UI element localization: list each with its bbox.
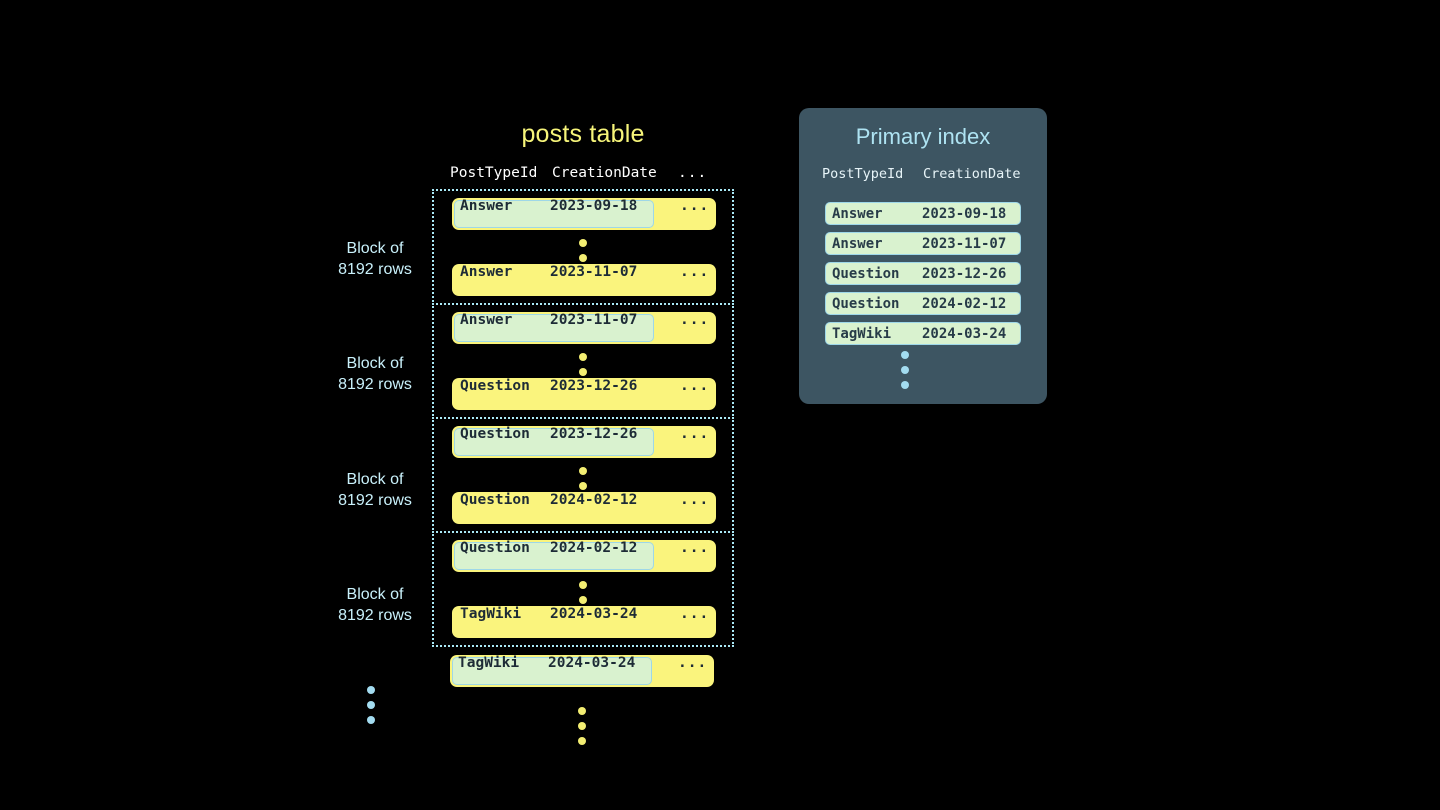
table-block: Answer 2023-09-18 ... Answer 2023-11-07 … [432, 189, 734, 305]
cell-creationdate: 2024-02-12 [550, 540, 638, 556]
table-block: Question 2023-12-26 ... Question 2024-02… [432, 417, 734, 533]
cell-posttypeid: Answer [460, 312, 513, 328]
cell-more: ... [680, 312, 710, 328]
block-label-line1: Block of [346, 355, 404, 372]
index-cell-posttypeid: Question [832, 295, 900, 312]
blocks-continuation-ellipsis-icon [367, 686, 375, 724]
table-row-slot: TagWiki 2024-03-24 ... [452, 606, 716, 638]
cell-posttypeid: Question [460, 426, 530, 442]
table-row[interactable]: Answer 2023-11-07 ... [452, 312, 716, 344]
posts-table-column-headers: PostTypeId CreationDate ... [432, 165, 734, 187]
cell-posttypeid: TagWiki [458, 655, 520, 671]
cell-posttypeid: Question [460, 492, 530, 508]
cell-creationdate: 2024-02-12 [550, 492, 638, 508]
index-row[interactable]: Answer 2023-11-07 [825, 232, 1021, 255]
table-row[interactable]: Question 2024-02-12 ... [452, 540, 716, 572]
cell-posttypeid: Answer [460, 198, 513, 214]
block-label-line1: Block of [346, 586, 404, 603]
cell-creationdate: 2024-03-24 [548, 655, 636, 671]
cell-more: ... [680, 540, 710, 556]
index-row[interactable]: Question 2023-12-26 [825, 262, 1021, 285]
index-row[interactable]: TagWiki 2024-03-24 [825, 322, 1021, 345]
table-row[interactable]: Question 2023-12-26 ... [452, 378, 716, 410]
table-block: Question 2024-02-12 ... TagWiki 2024-03-… [432, 531, 734, 647]
block-label-line1: Block of [346, 240, 404, 257]
cell-more: ... [680, 606, 710, 622]
cell-more: ... [680, 264, 710, 280]
primary-index-column-headers: PostTypeId CreationDate [799, 166, 1047, 186]
table-row[interactable]: TagWiki 2024-03-24 ... [450, 655, 714, 687]
cell-more: ... [678, 655, 708, 671]
block-label-line1: Block of [346, 471, 404, 488]
cell-more: ... [680, 426, 710, 442]
index-column-header-posttypeid: PostTypeId [822, 166, 904, 182]
block-label-line2: 8192 rows [338, 261, 412, 278]
column-header-posttypeid: PostTypeId [450, 165, 538, 181]
index-cell-posttypeid: Answer [832, 205, 883, 222]
cell-creationdate: 2023-11-07 [550, 264, 638, 280]
table-continuation-ellipsis-icon [578, 707, 586, 745]
cell-more: ... [680, 492, 710, 508]
table-row-slot: Question 2024-02-12 ... [452, 540, 716, 572]
posts-table-blocks: Answer 2023-09-18 ... Answer 2023-11-07 … [432, 189, 734, 687]
table-row[interactable]: Answer 2023-09-18 ... [452, 198, 716, 230]
row-highlight-box [454, 428, 654, 456]
table-row[interactable]: Answer 2023-11-07 ... [452, 264, 716, 296]
index-cell-posttypeid: Answer [832, 235, 883, 252]
table-row-slot: Answer 2023-11-07 ... [452, 264, 716, 296]
index-cell-creationdate: 2023-11-07 [922, 235, 1007, 252]
table-row-slot: Question 2023-12-26 ... [452, 426, 716, 458]
index-cell-creationdate: 2023-09-18 [922, 205, 1007, 222]
block-label: Block of 8192 rows [300, 238, 450, 280]
primary-index-rows: Answer 2023-09-18 Answer 2023-11-07 Ques… [825, 202, 1021, 352]
cell-posttypeid: TagWiki [460, 606, 522, 622]
block-label-line2: 8192 rows [338, 607, 412, 624]
primary-index-panel: Primary index PostTypeId CreationDate An… [799, 108, 1047, 404]
column-header-creationdate: CreationDate [552, 165, 657, 181]
block-label-line2: 8192 rows [338, 492, 412, 509]
primary-index-title: Primary index [855, 124, 991, 149]
index-row[interactable]: Answer 2023-09-18 [825, 202, 1021, 225]
index-cell-creationdate: 2023-12-26 [922, 265, 1007, 282]
cell-creationdate: 2024-03-24 [550, 606, 638, 622]
row-highlight-box [454, 542, 654, 570]
table-row-slot: Answer 2023-11-07 ... [452, 312, 716, 344]
cell-posttypeid: Question [460, 378, 530, 394]
index-cell-posttypeid: Question [832, 265, 900, 282]
cell-more: ... [680, 198, 710, 214]
table-row[interactable]: TagWiki 2024-03-24 ... [452, 606, 716, 638]
posts-table-title: posts table [521, 120, 645, 148]
block-label: Block of 8192 rows [300, 353, 450, 395]
table-row[interactable]: Question 2023-12-26 ... [452, 426, 716, 458]
cell-posttypeid: Answer [460, 264, 513, 280]
cell-creationdate: 2023-12-26 [550, 426, 638, 442]
block-label: Block of 8192 rows [300, 469, 450, 511]
cell-more: ... [680, 378, 710, 394]
index-cell-posttypeid: TagWiki [832, 325, 892, 342]
row-highlight-box [452, 657, 652, 685]
cell-creationdate: 2023-09-18 [550, 198, 638, 214]
cell-posttypeid: Question [460, 540, 530, 556]
row-highlight-box [454, 314, 654, 342]
table-block: Answer 2023-11-07 ... Question 2023-12-2… [432, 303, 734, 419]
index-column-header-creationdate: CreationDate [923, 166, 1021, 182]
column-header-more: ... [678, 165, 708, 181]
table-row-slot: Answer 2023-09-18 ... [452, 198, 716, 230]
table-row-slot: Question 2024-02-12 ... [452, 492, 716, 524]
block-label-line2: 8192 rows [338, 376, 412, 393]
index-row[interactable]: Question 2024-02-12 [825, 292, 1021, 315]
cell-creationdate: 2023-11-07 [550, 312, 638, 328]
row-highlight-box [454, 200, 654, 228]
cell-creationdate: 2023-12-26 [550, 378, 638, 394]
index-continuation-ellipsis-icon [901, 351, 909, 389]
index-cell-creationdate: 2024-02-12 [922, 295, 1007, 312]
table-row[interactable]: Question 2024-02-12 ... [452, 492, 716, 524]
table-row-slot: TagWiki 2024-03-24 ... [450, 655, 714, 687]
table-row-slot: Question 2023-12-26 ... [452, 378, 716, 410]
index-cell-creationdate: 2024-03-24 [922, 325, 1007, 342]
block-label: Block of 8192 rows [300, 584, 450, 626]
